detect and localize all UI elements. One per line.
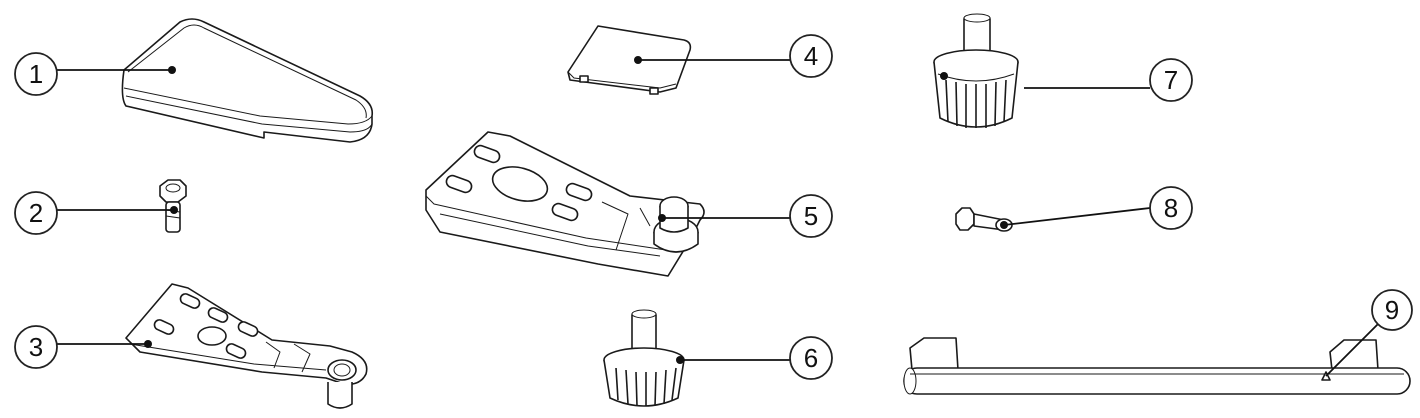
callout-4-label: 4 — [804, 41, 818, 71]
callout-3: 3 — [14, 325, 152, 369]
part-8-bolt — [955, 207, 1013, 232]
part-9-rod — [903, 337, 1411, 395]
callout-6-label: 6 — [804, 343, 818, 373]
part-1-hinge-cover — [121, 18, 374, 143]
callout-9: 9 — [1325, 289, 1413, 377]
callout-7-label: 7 — [1164, 65, 1178, 95]
callout-1-label: 1 — [29, 59, 43, 89]
callout-8-label: 8 — [1164, 193, 1178, 223]
callout-5: 5 — [658, 194, 833, 238]
part-2-screw — [159, 179, 187, 233]
part-6-bushing — [603, 309, 685, 407]
part-5-upper-hinge-plate — [425, 131, 705, 277]
callout-9-label: 9 — [1385, 295, 1399, 325]
callout-5-label: 5 — [804, 201, 818, 231]
part-4-cap — [567, 25, 692, 95]
callout-8: 8 — [1000, 186, 1193, 230]
part-7-bushing — [933, 13, 1019, 128]
callout-1: 1 — [14, 52, 176, 96]
callout-2: 2 — [14, 191, 178, 235]
callout-7: 7 — [940, 58, 1193, 102]
callout-6: 6 — [676, 336, 833, 380]
callout-3-label: 3 — [29, 332, 43, 362]
callout-4: 4 — [634, 34, 833, 78]
part-3-lower-hinge-plate — [125, 283, 368, 409]
callout-2-label: 2 — [29, 198, 43, 228]
